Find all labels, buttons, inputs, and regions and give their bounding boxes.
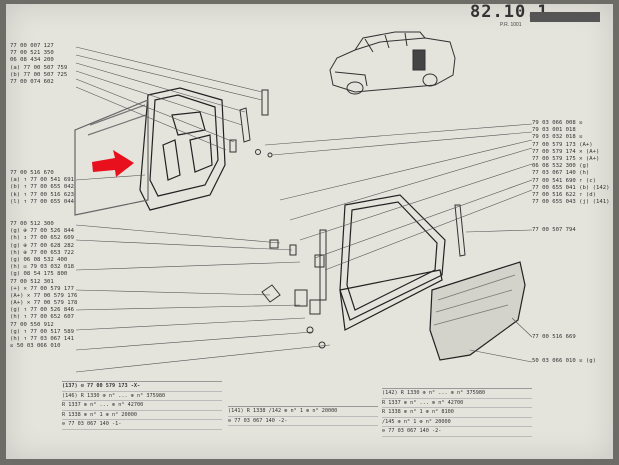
top-left-parts: 77 00 007 127 77 00 521 350 06 08 434 20… — [10, 43, 67, 86]
part-number: (g) ↑ 77 00 526 846 — [10, 307, 74, 314]
rear-door-panel — [429, 261, 526, 361]
part-number: 77 00 579 175 ✕ (A+) — [532, 155, 600, 162]
part-number: 77 00 541 690 ↑ (c) — [532, 177, 596, 184]
part-number: 77 00 516 622 ↑ (d) — [532, 191, 596, 198]
table-row: (141) R 1338 /142 ⊕ n° 1 ⊕ n° 20000 — [228, 407, 378, 417]
part-number: (g) ↑ 77 00 517 589 — [10, 328, 74, 335]
table-row: (142) R 1330 ⊕ n° ... ⊕ n° 375980 — [382, 389, 532, 399]
table-row: (146) R 1330 ⊕ n° ... ⊕ n° 375980 — [62, 392, 222, 401]
part-number: 77 00 516 669 — [532, 334, 576, 340]
part-number: (A+) ✕ 77 00 579 178 — [10, 300, 78, 307]
variant-table-mid: (141) R 1338 /142 ⊕ n° 1 ⊕ n° 20000 ⊖ 77… — [228, 406, 378, 426]
part-number: 77 00 512 300 — [10, 221, 54, 227]
table-row: ⊖ 77 03 067 140 -2- — [228, 417, 378, 426]
part-number: (g) ⊕ 77 00 526 844 — [10, 228, 74, 235]
rear-door-frame — [339, 194, 446, 331]
table-row: ⊖ 77 03 067 140 -2- — [382, 427, 532, 437]
part-number: ☒ 50 03 066 010 — [10, 343, 61, 350]
part-number: (h) ↕ 77 00 652 609 — [10, 235, 74, 242]
page-reference: 82.10.1 — [470, 2, 549, 22]
part-number: (a) 77 00 507 759 — [10, 64, 68, 71]
right-parts: 79 03 066 008 ☒ 79 03 001 018 79 03 032 … — [532, 120, 609, 206]
catalog-page — [6, 4, 613, 459]
part-number: 50 03 066 010 ☒ (g) — [532, 358, 596, 364]
part-number: 77 00 507 794 — [532, 227, 576, 233]
variant-table-right: (142) R 1330 ⊕ n° ... ⊕ n° 375980 R 1337… — [382, 388, 532, 437]
part-number: 77 00 007 127 — [10, 43, 54, 49]
part-number: 77 00 521 350 — [10, 50, 54, 57]
part-number: 79 03 066 008 ☒ — [532, 120, 583, 126]
part-number: (b) ↑ 77 00 655 042 — [10, 184, 74, 191]
page-subreference: P.R. 1001 — [500, 22, 522, 28]
front-door-frame — [74, 87, 226, 216]
part-number: (h) ⊕ 77 00 653 722 — [10, 249, 74, 256]
part-number: 77 00 550 912 — [10, 321, 54, 328]
mid-left-parts: 77 00 516 670 (a) ↑ 77 00 541 691 (b) ↑ … — [10, 170, 74, 206]
variant-table-left: (137) ⊖ 77 00 579 173 -X- (146) R 1330 ⊕… — [62, 381, 222, 430]
lower-left-parts: 77 00 512 300 (g) ⊕ 77 00 526 844 (h) ↕ … — [10, 221, 77, 350]
table-row: (137) ⊖ 77 00 579 173 -X- — [62, 382, 222, 392]
table-row: R 1338 ⊕ n° 1 ⊕ n° 8100 — [382, 408, 532, 418]
part-number: 77 00 655 041 (b) (142) — [532, 184, 610, 191]
part-number: (l) ↑ 77 00 655 044 — [10, 198, 74, 205]
table-row: /145 ⊕ n° 1 ⊕ n° 20000 — [382, 418, 532, 427]
part-number: (h) ↑ 77 03 067 141 — [10, 336, 74, 342]
part-number: (h) ☒ 79 03 032 018 — [10, 264, 74, 271]
part-number: 06 08 434 200 — [10, 57, 54, 64]
table-row: ⊖ 77 03 067 140 -1- — [62, 420, 222, 430]
part-number: 06 08 532 300 (g) — [532, 163, 590, 170]
part-number: (+) ✕ 77 00 579 177 — [10, 285, 74, 292]
table-row: R 1337 ⊕ n° ... ⊕ n° 42700 — [62, 401, 222, 411]
table-row: R 1338 ⊕ n° 1 ⊕ n° 20000 — [62, 411, 222, 420]
part-number: (g) ⊕ 77 00 628 282 — [10, 242, 74, 249]
part-number: (g) 06 08 532 400 — [10, 256, 68, 263]
part-number: 77 00 512 301 — [10, 278, 54, 285]
part-number: (a) ↑ 77 00 541 691 — [10, 177, 74, 184]
part-number: 77 00 655 043 (j) (141) — [532, 199, 610, 206]
car-thumbnail — [329, 31, 456, 95]
part-number: (k) ↑ 77 00 516 623 — [10, 191, 74, 198]
table-row: R 1337 ⊕ n° ... ⊕ n° 42700 — [382, 399, 532, 408]
part-number: (A+) ✕ 77 00 579 176 — [10, 292, 78, 299]
part-number: 77 00 516 670 — [10, 170, 54, 176]
part-number: (h) ↑ 77 00 652 607 — [10, 314, 74, 321]
part-number: (g) 08 54 175 800 — [10, 271, 68, 278]
part-number: (b) 77 00 507 725 — [10, 71, 68, 78]
part-number: 77 00 579 173 (A+) — [532, 141, 593, 148]
part-number: 77 00 074 602 — [10, 78, 54, 85]
red-arrow — [92, 150, 134, 177]
part-number: 77 03 067 140 (h) — [532, 170, 590, 177]
part-number: 77 00 579 174 ✕ (A+) — [532, 148, 600, 155]
part-number: 79 03 001 018 — [532, 127, 576, 134]
part-number: 79 03 032 018 ☒ — [532, 134, 583, 141]
